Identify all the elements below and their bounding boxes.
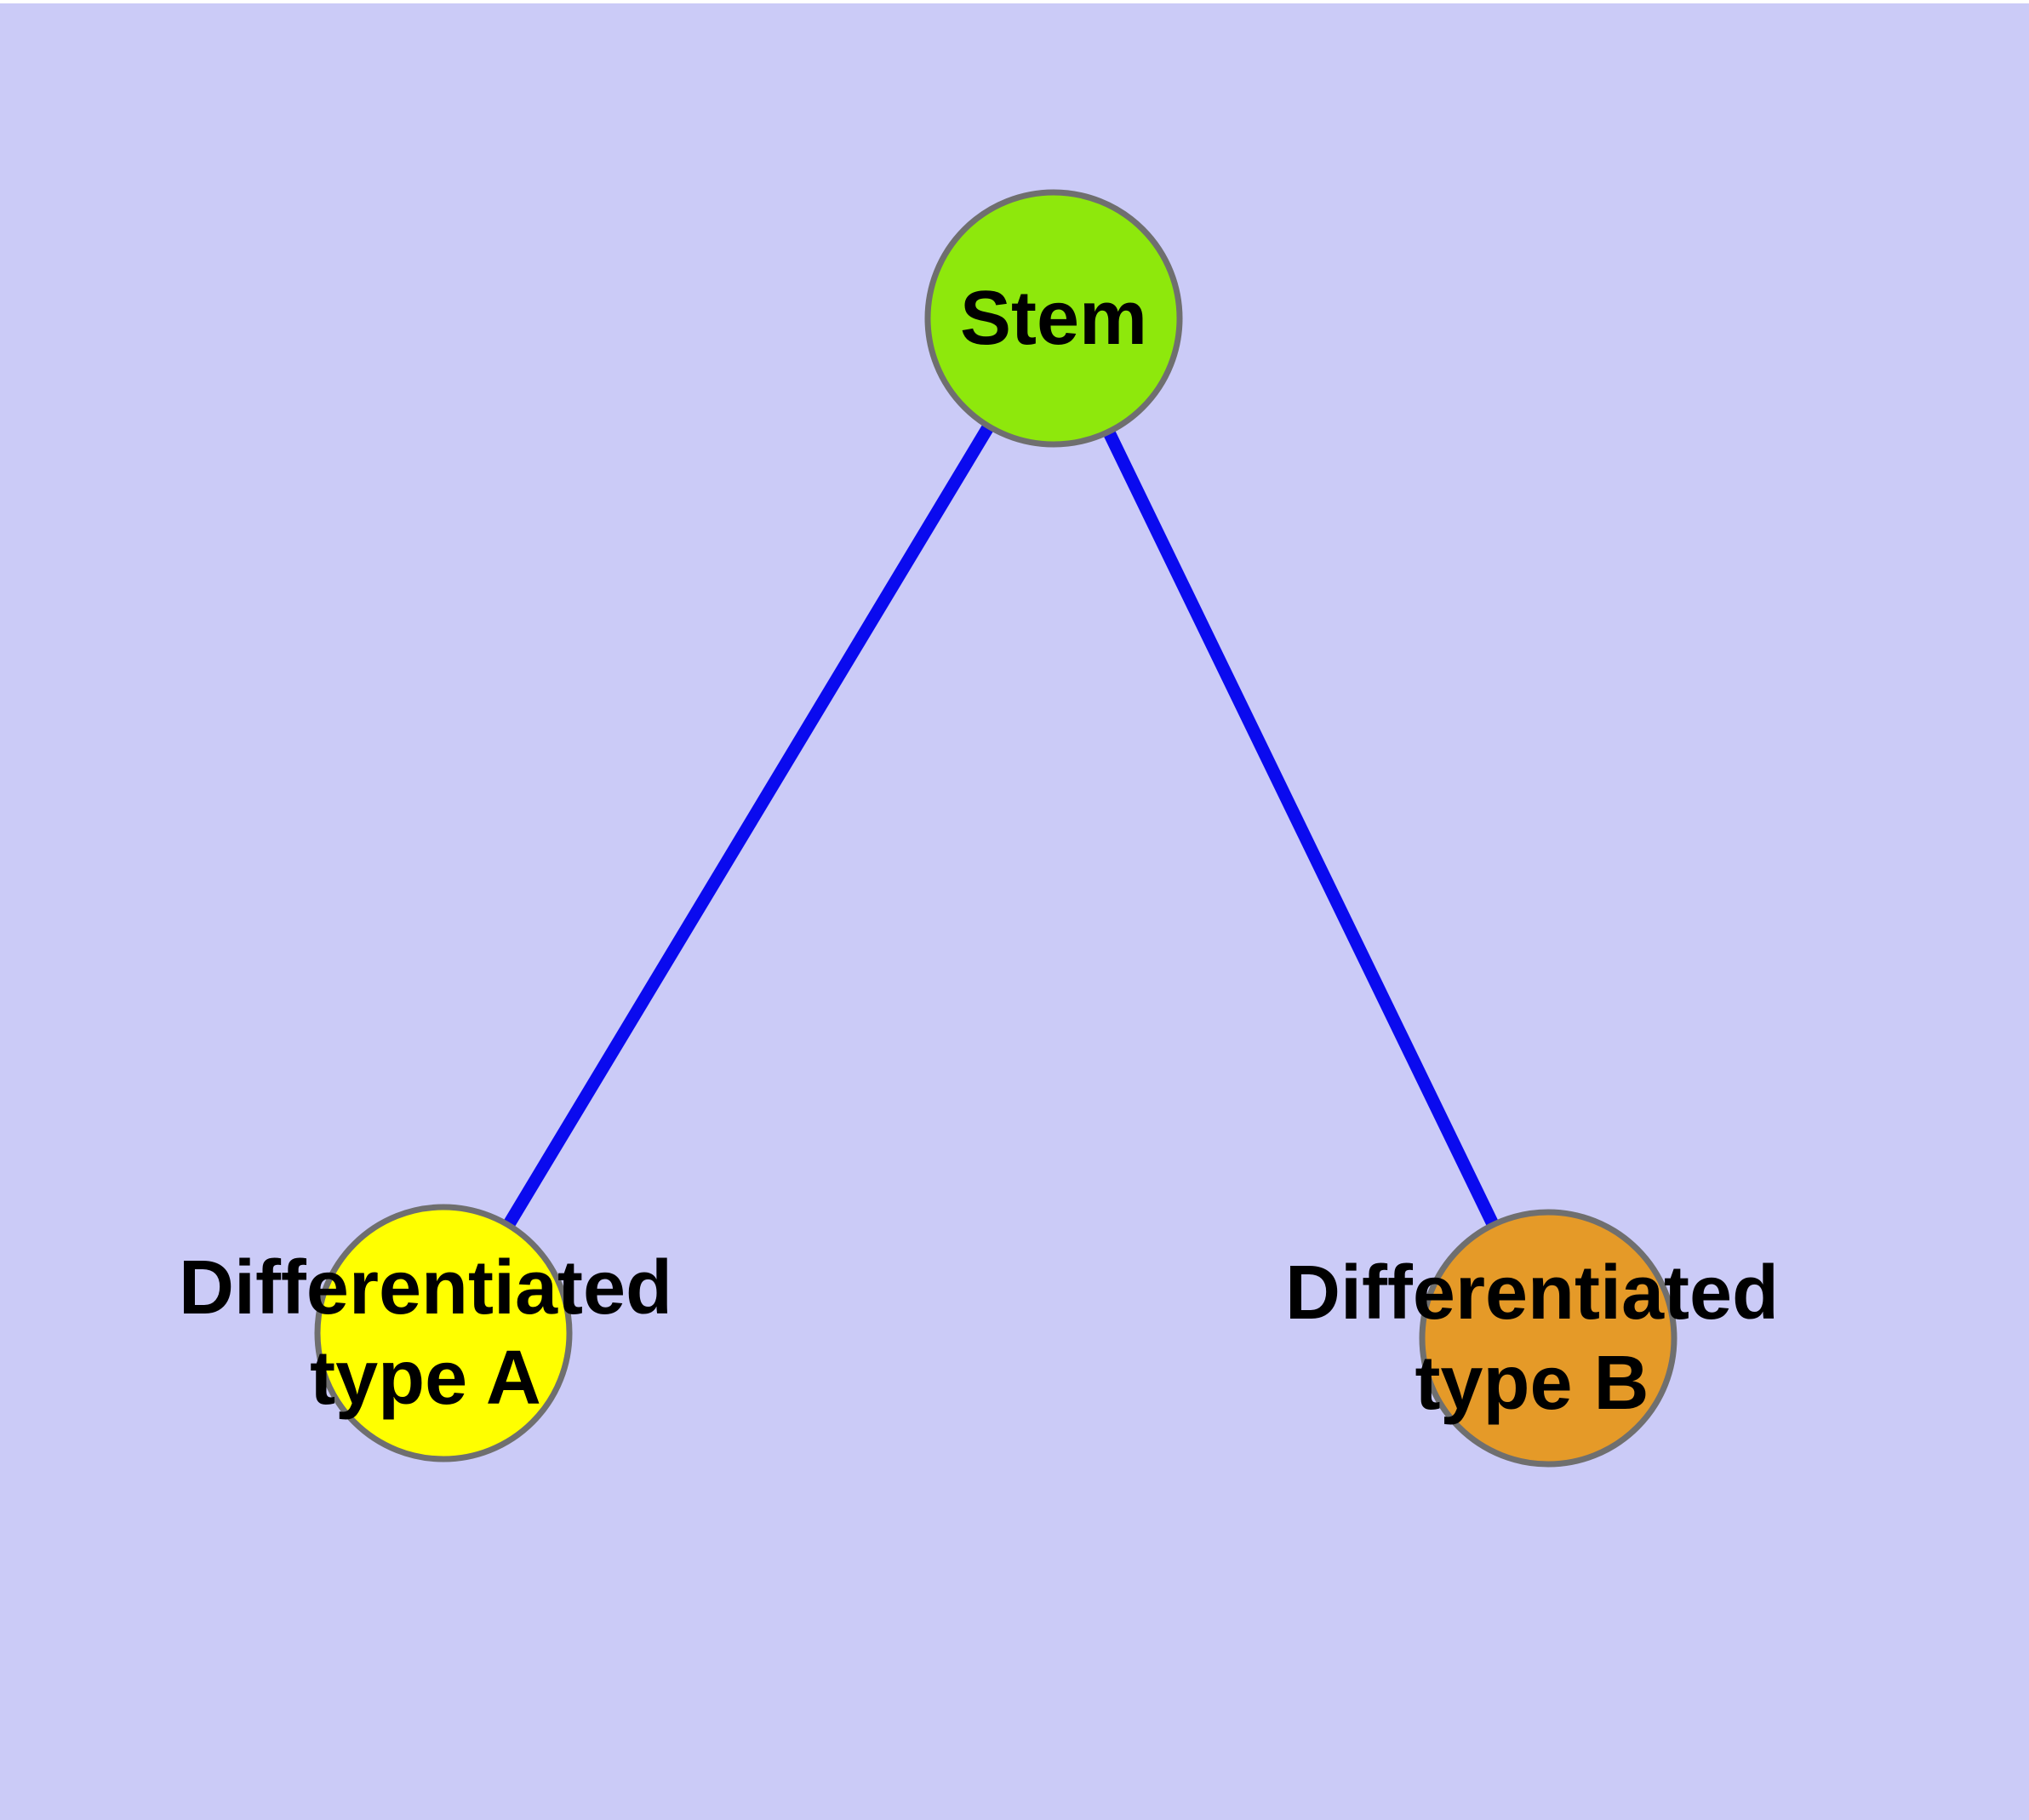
- node-stem: [924, 189, 1183, 448]
- edge-stem-to-type-a: [437, 315, 1060, 1336]
- node-differentiated-type-b: [1419, 1209, 1677, 1468]
- edge-stem-to-type-b: [1048, 315, 1554, 1342]
- node-differentiated-type-a: [314, 1204, 573, 1462]
